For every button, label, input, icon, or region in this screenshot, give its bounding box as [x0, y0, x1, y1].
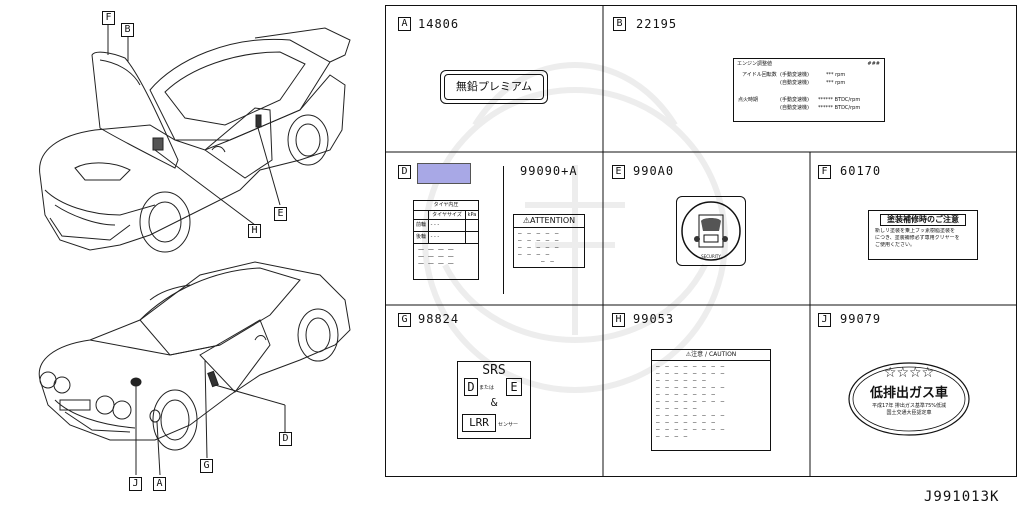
label-d-tire-title: タイヤ内圧: [414, 201, 478, 211]
label-a-sticker: 無鉛プレミアム: [440, 70, 548, 104]
label-a-inner: 無鉛プレミアム: [444, 74, 544, 100]
label-d-color-swatch: [417, 163, 471, 184]
label-b-row1-mid2: (自動変速機): [780, 80, 809, 86]
cell-code-E: 990A0: [633, 164, 675, 178]
label-d-tire-row2: 後輪: [414, 232, 429, 243]
label-f-line2: につき、塗装補修必ず専用クリヤーを: [875, 235, 960, 241]
car-label-J[interactable]: J: [129, 477, 142, 491]
label-g-lrr-box: LRR: [462, 414, 496, 432]
label-d-divider: [503, 166, 504, 294]
cell-key-H: H: [612, 313, 625, 327]
cell-key-G: G: [398, 313, 411, 327]
cell-key-A: A: [398, 17, 411, 31]
car-label-B[interactable]: B: [121, 23, 134, 37]
label-f-line1: 新しリ塗装を乗上フッ素樹脂塗装を: [875, 228, 956, 234]
label-b-title: エンジン調整値: [737, 61, 773, 67]
label-f-title: 塗装補修時のご注意: [880, 214, 966, 226]
cell-key-E: E: [612, 165, 625, 179]
label-f-line3: ご使用ください。: [875, 242, 916, 248]
label-d-tire-row1: 前輪: [414, 220, 429, 231]
cell-code-F: 60170: [840, 164, 882, 178]
label-d-tire-col1: タイヤサイズ: [429, 211, 466, 219]
cell-key-B: B: [613, 17, 626, 31]
label-g-amp: &: [490, 396, 498, 409]
label-b-row2-val2: ****** BTDC/rpm: [818, 105, 861, 111]
label-g-mataha: または: [479, 385, 495, 391]
label-j-line2: 国土交通大臣認定車: [886, 410, 932, 416]
label-b-row2-left: 点火時期: [738, 97, 759, 103]
label-d-attention-text: ATTENTION: [530, 216, 576, 225]
warning-triangle-icon: ⚠: [522, 216, 531, 225]
label-j-sticker: ☆☆☆☆ 低排出ガス車 平成17年 排出ガス基準75%低減 国土交通大臣認定車: [848, 362, 970, 436]
car-label-A[interactable]: A: [153, 477, 166, 491]
cell-code-B: 22195: [636, 17, 678, 31]
lower-car: [38, 261, 351, 476]
label-b-row1-left: アイドル回転数: [742, 72, 777, 78]
label-h-title: 注意 / CAUTION: [691, 351, 737, 358]
cell-key-F: F: [818, 165, 831, 179]
label-j-line1: 平成17年 排出ガス基準75%低減: [871, 403, 947, 409]
figure-id: J991013K: [924, 489, 1000, 505]
label-d-attention-placard: ⚠ATTENTION — — — — —— — — — —— — — — —— …: [513, 214, 585, 268]
car-illustrations: [38, 20, 351, 476]
cell-code-A: 14806: [418, 17, 460, 31]
cell-code-J: 99079: [840, 312, 882, 326]
security-car-icon: [681, 201, 741, 261]
cell-key-D: D: [398, 165, 411, 179]
car-label-G[interactable]: G: [200, 459, 213, 473]
label-b-row2-val1: ****** BTDC/rpm: [818, 97, 861, 103]
label-b-row1-val2: *** rpm: [826, 80, 846, 86]
cell-code-D: 99090+A: [520, 164, 578, 178]
label-e-sticker: SECURITY: [676, 196, 746, 266]
label-g-e-box: E: [506, 378, 522, 396]
label-b-mark: ###: [867, 61, 880, 67]
label-d-tire-placard: タイヤ内圧 タイヤサイズ kPa 前輪 - - - 後輪 - - - — — —…: [413, 200, 479, 280]
label-g-sensor: センサー: [498, 422, 519, 428]
warning-triangle-icon: ⚠: [685, 351, 692, 358]
cell-code-G: 98824: [418, 312, 460, 326]
car-label-D[interactable]: D: [279, 432, 292, 446]
label-j-stars: ☆☆☆☆: [883, 365, 935, 381]
cell-key-J: J: [818, 313, 831, 327]
label-b-row1-val1: *** rpm: [826, 72, 846, 78]
label-b-row2-mid2: (自動変速機): [780, 105, 809, 111]
label-h-sticker: ⚠注意 / CAUTION — — — — — — — —— — — — — —…: [651, 349, 771, 451]
label-b-sticker: エンジン調整値 ### アイドル回転数 (手動変速機) (自動変速機) *** …: [733, 58, 885, 122]
car-label-H[interactable]: H: [248, 224, 261, 238]
label-b-row1-mid1: (手動変速機): [780, 72, 809, 78]
car-label-E[interactable]: E: [274, 207, 287, 221]
label-g-srs: SRS: [482, 363, 506, 378]
label-f-sticker: 塗装補修時のご注意 新しリ塗装を乗上フッ素樹脂塗装を につき、塗装補修必ず専用ク…: [868, 210, 978, 260]
label-g-d-box: D: [464, 378, 478, 396]
label-b-row2-mid1: (手動変速機): [780, 97, 809, 103]
label-g-sticker: SRS D または E & LRR センサー: [457, 361, 531, 439]
label-e-text: SECURITY: [701, 254, 721, 259]
upper-car: [39, 20, 351, 253]
label-d-tire-col2: kPa: [467, 212, 477, 218]
car-label-F[interactable]: F: [102, 11, 115, 25]
label-j-title: 低排出ガス車: [869, 386, 948, 401]
cell-code-H: 99053: [633, 312, 675, 326]
